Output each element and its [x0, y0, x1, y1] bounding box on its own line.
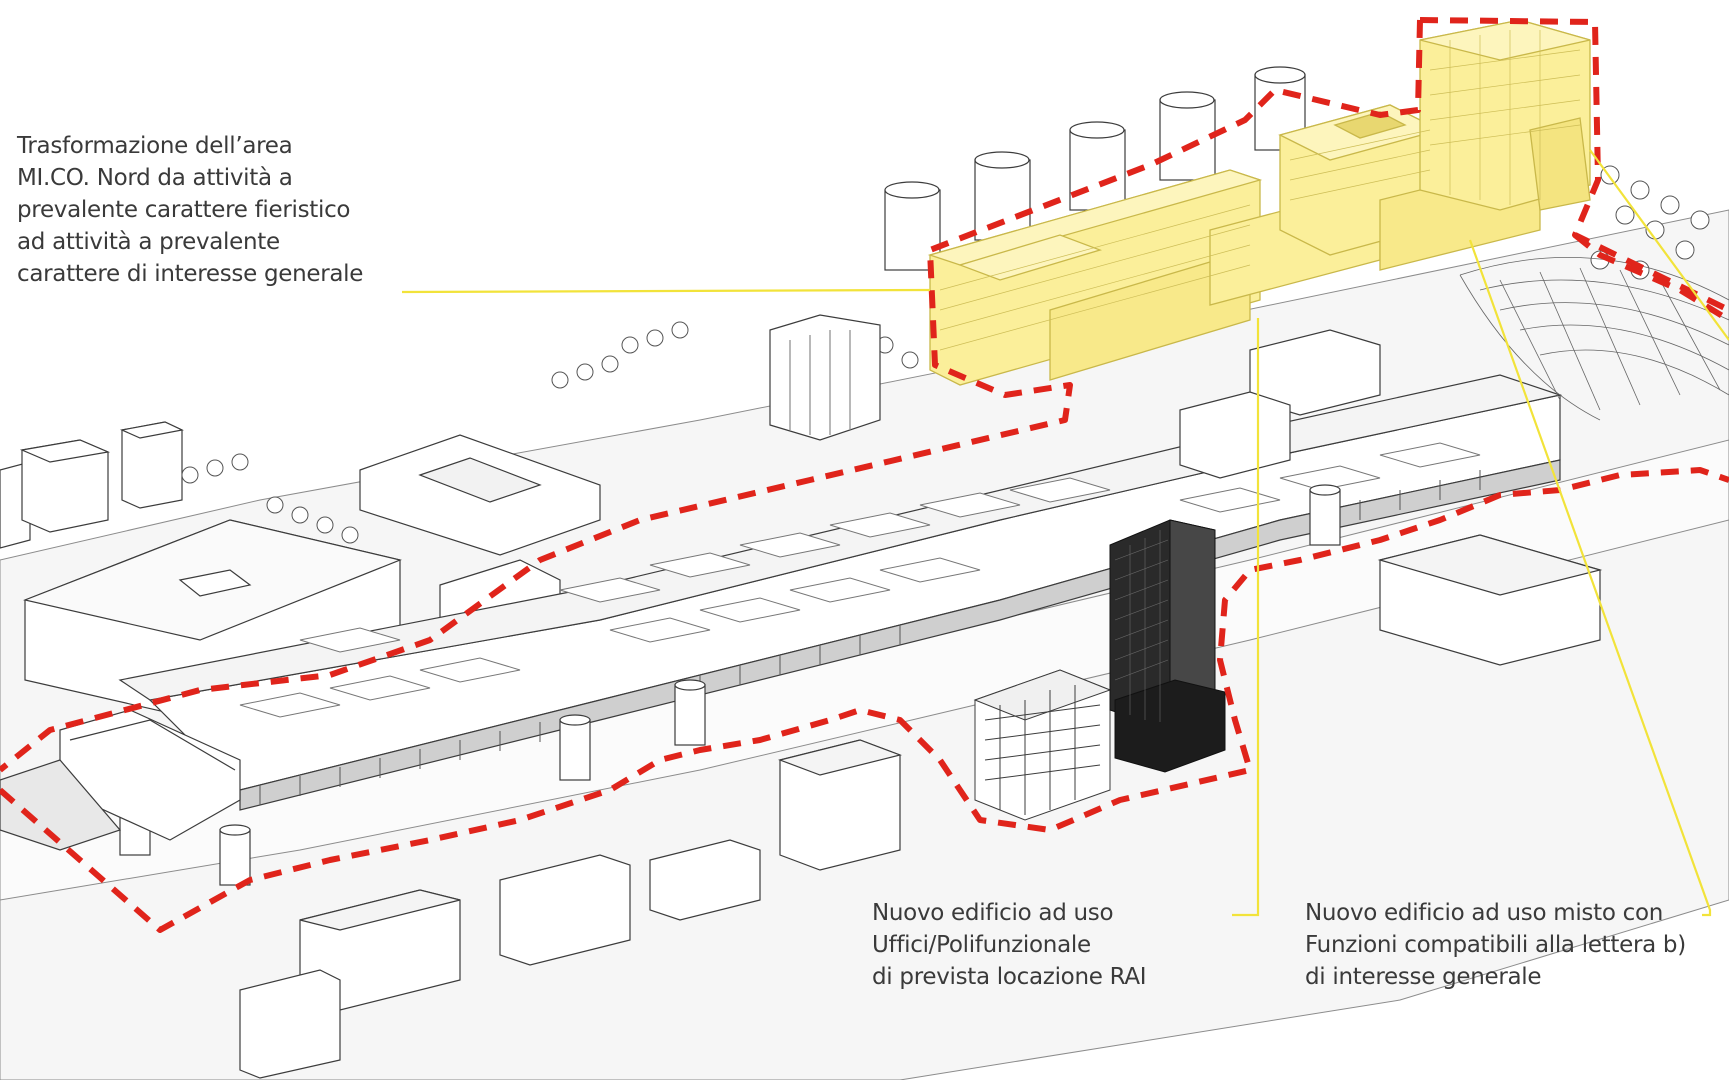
leader-line-mixed-2	[1589, 149, 1729, 341]
leader-line-rai	[1232, 318, 1260, 917]
annotation-line: Funzioni compatibili alla lettera b)	[1305, 932, 1686, 958]
southern-buildings	[239, 329, 1603, 1079]
mico-nord-highlighted-complex	[927, 19, 1591, 386]
annotation-line: ad attività a prevalente	[17, 229, 280, 255]
annotation-line: MI.CO. Nord da attività a	[17, 165, 293, 191]
gridshell-canopy	[1459, 257, 1729, 421]
annotation-line: Nuovo edificio ad uso	[872, 900, 1114, 926]
leader-lines	[401, 149, 1729, 917]
leader-line-mixed	[1468, 239, 1712, 917]
annotation-line: Nuovo edificio ad uso misto con	[1305, 900, 1664, 926]
annotation-line: prevalente carattere fieristico	[17, 197, 351, 223]
annotation-rai-office-building: Nuovo edificio ad uso Uffici/Polifunzion…	[872, 897, 1147, 993]
annotation-mixed-use-building: Nuovo edificio ad uso misto con Funzioni…	[1305, 897, 1686, 993]
tree-rows	[181, 165, 1710, 544]
annotation-line: Uffici/Polifunzionale	[872, 932, 1091, 958]
annotation-line: di interesse generale	[1305, 964, 1542, 990]
rai-office-building	[973, 669, 1112, 821]
annotation-line: di prevista locazione RAI	[872, 964, 1147, 990]
annotation-line: Trasformazione dell’area	[17, 133, 293, 159]
annotation-mico-nord-transformation: Trasformazione dell’area MI.CO. Nord da …	[17, 130, 363, 290]
project-boundary	[0, 17, 1729, 933]
annotation-line: carattere di interesse generale	[17, 261, 364, 287]
dark-highrise-tower	[1109, 519, 1226, 773]
leader-line-mico	[401, 288, 931, 294]
